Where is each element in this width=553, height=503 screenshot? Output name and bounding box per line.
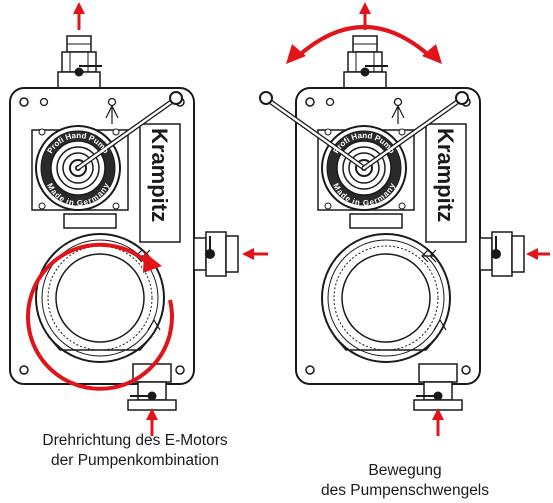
left-pump-unit: Profi Hand Pump Made in Germany Krampitz bbox=[9, 1, 268, 436]
left-caption-line1: Drehrichtung des E-Motors bbox=[42, 432, 228, 449]
left-rotation-arrowhead bbox=[143, 252, 162, 273]
left-brand-label: Krampitz bbox=[147, 128, 172, 222]
left-caption-line2: der Pumpenkombination bbox=[50, 452, 220, 469]
right-pump-unit: Profi Hand Pump Made in Germany Krampitz bbox=[259, 1, 550, 436]
right-swing-arrowhead-left bbox=[286, 44, 306, 64]
right-caption-line2: des Pumpenschwengels bbox=[320, 482, 490, 499]
right-caption: Bewegung des Pumpenschwengels bbox=[300, 461, 510, 501]
right-brand-label: Krampitz bbox=[433, 128, 458, 222]
left-motor-rotation-arrow bbox=[25, 242, 174, 391]
right-caption-line1: Bewegung bbox=[368, 462, 442, 479]
right-swing-arrowhead-right bbox=[422, 44, 442, 64]
left-caption: Drehrichtung des E-Motors der Pumpenkomb… bbox=[10, 431, 260, 471]
